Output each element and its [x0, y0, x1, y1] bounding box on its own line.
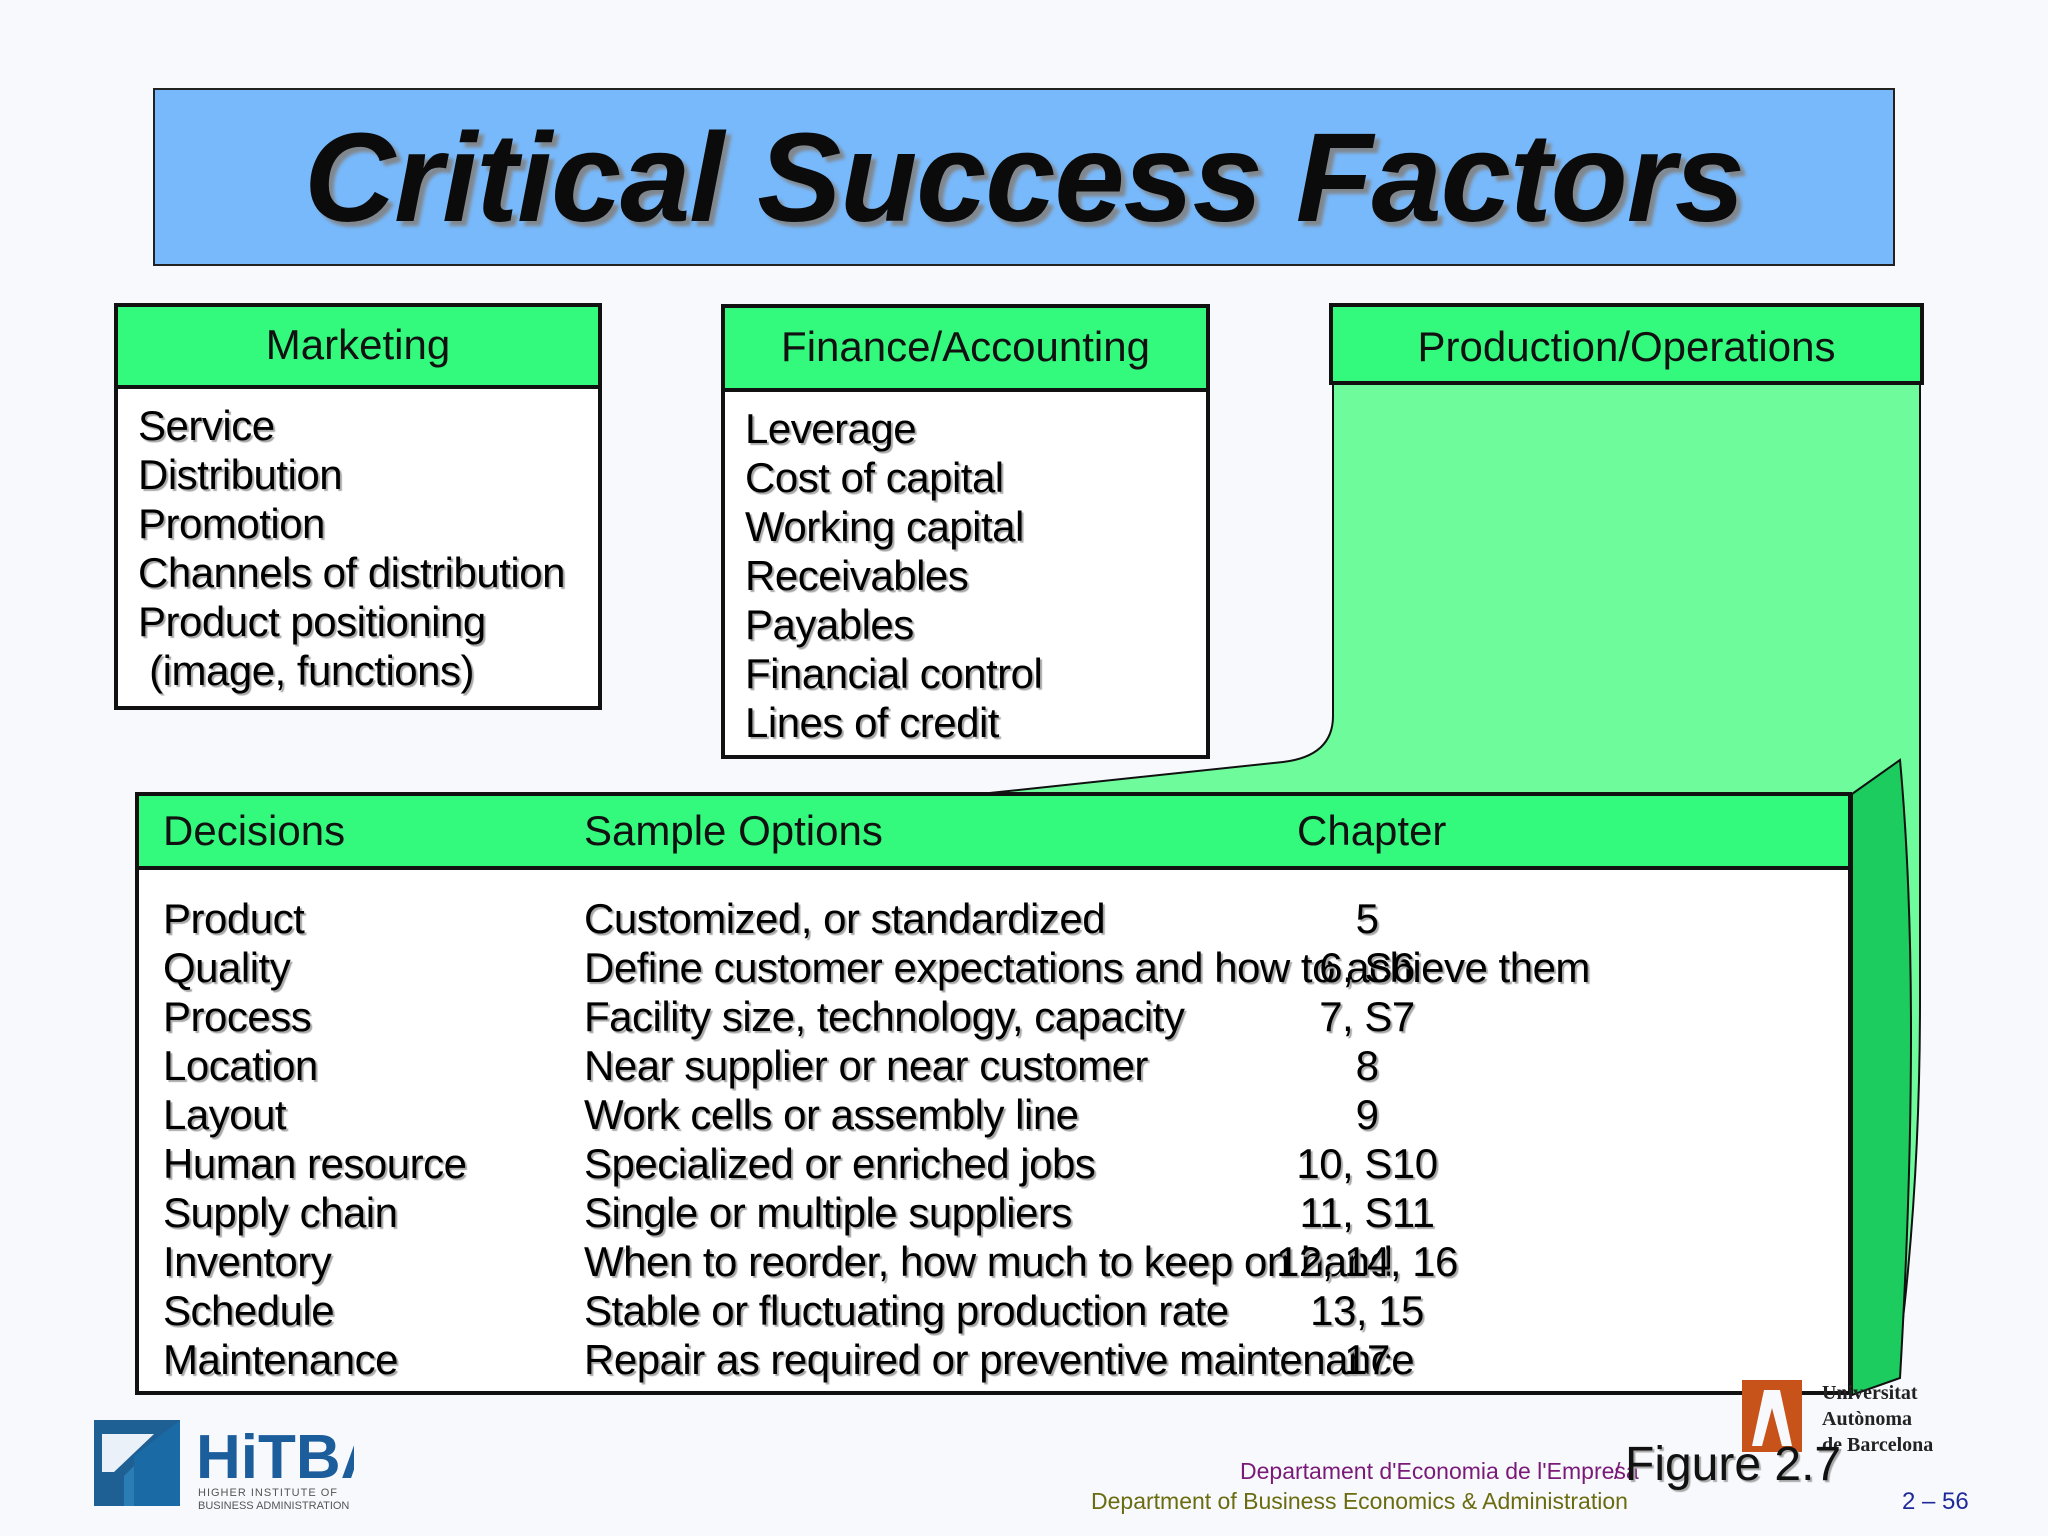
finance-item: Financial control [745, 650, 1043, 697]
table-row: Human resource Specialized or enriched j… [139, 1139, 1848, 1188]
option-cell: Near supplier or near customer [584, 1042, 1148, 1089]
marketing-header: Marketing [118, 307, 598, 389]
column-header-decisions: Decisions [163, 807, 346, 854]
option-cell: Customized, or standardized [584, 895, 1106, 942]
decision-cell: Location [163, 1042, 318, 1089]
slide-title: Critical Success Factors [304, 106, 1745, 248]
marketing-item: Service [138, 402, 275, 449]
uab-logo-mark [1742, 1380, 1802, 1452]
column-header-chapter: Chapter [1297, 807, 1447, 854]
chapter-cell: 13, 15 [1310, 1287, 1424, 1334]
department-name-catalan: Departament d'Economia de l'Empresa [1240, 1458, 1639, 1484]
uab-logo-text: Universitat Autònoma de Barcelona [1822, 1380, 1933, 1458]
marketing-item: Promotion [138, 500, 325, 547]
option-cell: Work cells or assembly line [584, 1091, 1079, 1138]
chapter-cell: 6, S6 [1319, 944, 1415, 991]
table-row: Maintenance Repair as required or preven… [139, 1335, 1848, 1384]
table-row: Product Customized, or standardized 5 [139, 894, 1848, 943]
marketing-item: Distribution [138, 451, 343, 498]
marketing-item: (image, functions) [138, 647, 474, 694]
decision-cell: Quality [163, 944, 291, 991]
title-banner: Critical Success Factors [153, 88, 1895, 266]
decision-cell: Maintenance [163, 1336, 399, 1383]
chapter-cell: 9 [1355, 1091, 1379, 1138]
option-cell: Facility size, technology, capacity [584, 993, 1185, 1040]
hitba-subtitle-line1: HIGHER INSTITUTE OF [198, 1487, 338, 1499]
table-row: Process Facility size, technology, capac… [139, 992, 1848, 1041]
option-cell: Stable or fluctuating production rate [584, 1287, 1229, 1334]
page-number: 2 – 56 [1902, 1488, 1969, 1515]
chapter-cell: 10, S10 [1296, 1140, 1438, 1187]
chapter-cell: 8 [1355, 1042, 1379, 1089]
department-name-english: Department of Business Economics & Admin… [1091, 1488, 1628, 1514]
uab-line: Universitat [1822, 1382, 1918, 1404]
option-cell: Specialized or enriched jobs [584, 1140, 1096, 1187]
figure-label: Figure 2.7 [1625, 1438, 1842, 1491]
table-row: Supply chain Single or multiple supplier… [139, 1188, 1848, 1237]
finance-item: Receivables [745, 552, 969, 599]
uab-line: Autònoma [1822, 1408, 1913, 1430]
table-row: Quality Define customer expectations and… [139, 943, 1848, 992]
option-cell: Single or multiple suppliers [584, 1189, 1072, 1236]
option-cell: Repair as required or preventive mainten… [584, 1336, 1415, 1383]
decision-cell: Supply chain [163, 1189, 398, 1236]
decisions-table: Decisions Sample Options Chapter Product… [135, 792, 1852, 1395]
hitba-logo: HiTBA HIGHER INSTITUTE OF BUSINESS ADMIN… [94, 1420, 354, 1512]
finance-item: Leverage [745, 405, 917, 452]
decision-cell: Layout [163, 1091, 287, 1138]
decision-cell: Inventory [163, 1238, 332, 1285]
marketing-item: Channels of distribution [138, 549, 565, 596]
decision-cell: Human resource [163, 1140, 467, 1187]
chapter-cell: 17 [1344, 1336, 1390, 1383]
option-cell: Define customer expectations and how to … [584, 944, 1590, 991]
finance-header: Finance/Accounting [725, 308, 1206, 392]
finance-item: Working capital [745, 503, 1024, 550]
uab-line: de Barcelona [1822, 1434, 1934, 1456]
finance-item: Cost of capital [745, 454, 1004, 501]
finance-list: Leverage Cost of capital Working capital… [725, 392, 1206, 747]
chapter-cell: 12, 14, 16 [1276, 1238, 1458, 1285]
decision-cell: Product [163, 895, 305, 942]
marketing-item: Product positioning [138, 598, 486, 645]
table-row: Layout Work cells or assembly line 9 [139, 1090, 1848, 1139]
option-cell: When to reorder, how much to keep on han… [584, 1238, 1393, 1285]
hitba-subtitle-line2: BUSINESS ADMINISTRATION [198, 1500, 349, 1512]
decision-cell: Process [163, 993, 312, 1040]
table-header: Decisions Sample Options Chapter [139, 796, 1848, 870]
finance-item: Lines of credit [745, 699, 999, 746]
table-row: Schedule Stable or fluctuating productio… [139, 1286, 1848, 1335]
table-row: Inventory When to reorder, how much to k… [139, 1237, 1848, 1286]
table-row: Location Near supplier or near customer … [139, 1041, 1848, 1090]
finance-item: Payables [745, 601, 914, 648]
decision-cell: Schedule [163, 1287, 335, 1334]
chapter-cell: 5 [1355, 895, 1379, 942]
marketing-box: Marketing Service Distribution Promotion… [114, 303, 602, 710]
finance-box: Finance/Accounting Leverage Cost of capi… [721, 304, 1210, 759]
column-header-sample-options: Sample Options [584, 807, 883, 854]
hitba-logo-text: HiTBA [196, 1423, 354, 1492]
chapter-cell: 11, S11 [1299, 1189, 1435, 1236]
marketing-list: Service Distribution Promotion Channels … [118, 389, 598, 695]
chapter-cell: 7, S7 [1319, 993, 1415, 1040]
footer-separator: / [1614, 1458, 1621, 1484]
production-header: Production/Operations [1329, 303, 1924, 385]
